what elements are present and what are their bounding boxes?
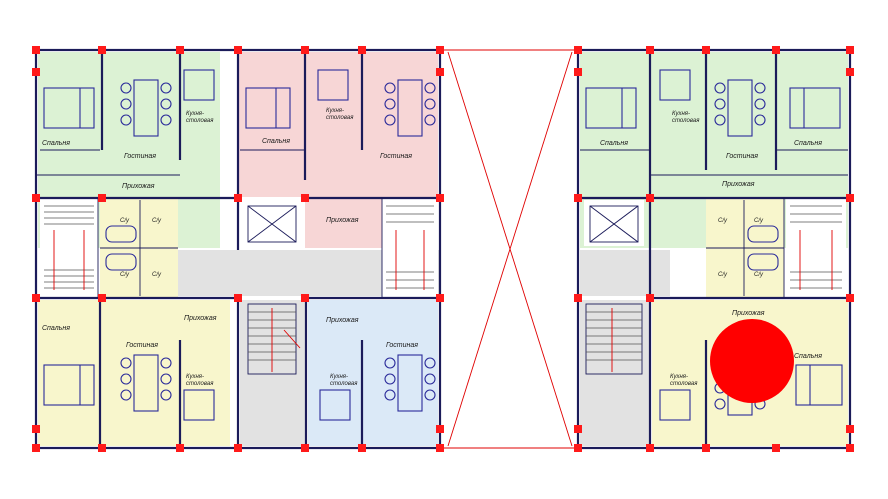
central-staircase-right — [585, 303, 643, 375]
bathtub-3 — [747, 225, 779, 243]
staircase-right — [386, 205, 434, 290]
bed-5 — [789, 87, 841, 129]
room-label: Прихожая — [122, 183, 155, 190]
dining-table-5 — [714, 79, 766, 137]
structural-columns — [32, 46, 444, 452]
room-label: Гостиная — [124, 153, 156, 160]
bed-2 — [245, 87, 291, 129]
room-label: С/у — [152, 272, 162, 278]
kitchen-unit-6 — [659, 389, 691, 421]
room-label: Спальня — [600, 140, 628, 147]
room-label: Спальня — [262, 138, 290, 145]
stairs-left — [40, 198, 98, 298]
dining-table-3 — [120, 354, 172, 412]
room-label: Кухня-столовая — [672, 111, 700, 124]
room-label: Гостиная — [726, 153, 758, 160]
bed-6 — [795, 364, 843, 406]
bed-4 — [585, 87, 637, 129]
dining-table-4 — [384, 354, 436, 412]
room-label: Спальня — [42, 325, 70, 332]
connector-section — [444, 49, 576, 449]
room-label: С/у — [120, 218, 130, 224]
room-label: Кухня-столовая — [670, 374, 698, 387]
room-label: С/у — [718, 218, 728, 224]
kitchen-unit-3 — [183, 389, 215, 421]
structural-columns-right — [574, 46, 854, 452]
selected-apartment-marker[interactable] — [710, 319, 794, 403]
room-label: С/у — [120, 272, 130, 278]
room-label: Кухня-столовая — [326, 108, 354, 121]
room-label: Гостиная — [126, 342, 158, 349]
bathtub-2 — [105, 253, 137, 271]
dining-table-1 — [120, 79, 172, 137]
staircase-right-block — [790, 205, 842, 290]
left-building-block: Спальня Гостиная Кухня-столовая Прихожая… — [32, 46, 444, 452]
kitchen-unit-4 — [319, 389, 351, 421]
outer-wall-right — [576, 48, 852, 450]
dining-table-2 — [384, 79, 436, 137]
room-label: С/у — [754, 272, 764, 278]
room-label: Гостиная — [380, 153, 412, 160]
corridor-right — [580, 250, 670, 296]
kitchen-unit-5 — [659, 69, 691, 101]
staircase-left — [44, 205, 94, 290]
elevator-right — [584, 200, 644, 246]
room-label: Спальня — [794, 353, 822, 360]
stair-hall — [240, 300, 306, 446]
room-label: С/у — [754, 218, 764, 224]
stair-hall-right — [580, 300, 650, 446]
room-label: Прихожая — [732, 310, 765, 317]
bed-1 — [43, 87, 95, 129]
right-building-block: Спальня Кухня-столовая Гостиная Спальня … — [574, 46, 854, 452]
room-label: Спальня — [794, 140, 822, 147]
room-label: Прихожая — [326, 317, 359, 324]
central-staircase — [247, 303, 301, 375]
stairs-right-left-block — [382, 198, 438, 298]
elevator-left — [242, 200, 302, 246]
kitchen-unit-2 — [317, 69, 349, 101]
apartment-bottom-middle — [308, 300, 438, 446]
room-label: С/у — [718, 272, 728, 278]
room-label: Гостиная — [386, 342, 418, 349]
room-label: Кухня-столовая — [330, 374, 358, 387]
stairs-right-block — [786, 198, 846, 298]
room-label: Спальня — [42, 140, 70, 147]
kitchen-unit-1 — [183, 69, 215, 101]
bed-3 — [43, 364, 95, 406]
elevator-icon — [589, 205, 639, 243]
bathtub-1 — [105, 225, 137, 243]
room-label: Прихожая — [722, 181, 755, 188]
room-label: С/у — [152, 218, 162, 224]
elevator-icon — [247, 205, 297, 243]
room-label: Прихожая — [326, 217, 359, 224]
room-label: Прихожая — [184, 315, 217, 322]
room-label: Кухня-столовая — [186, 111, 214, 124]
bathtub-4 — [747, 253, 779, 271]
room-label: Кухня-столовая — [186, 374, 214, 387]
